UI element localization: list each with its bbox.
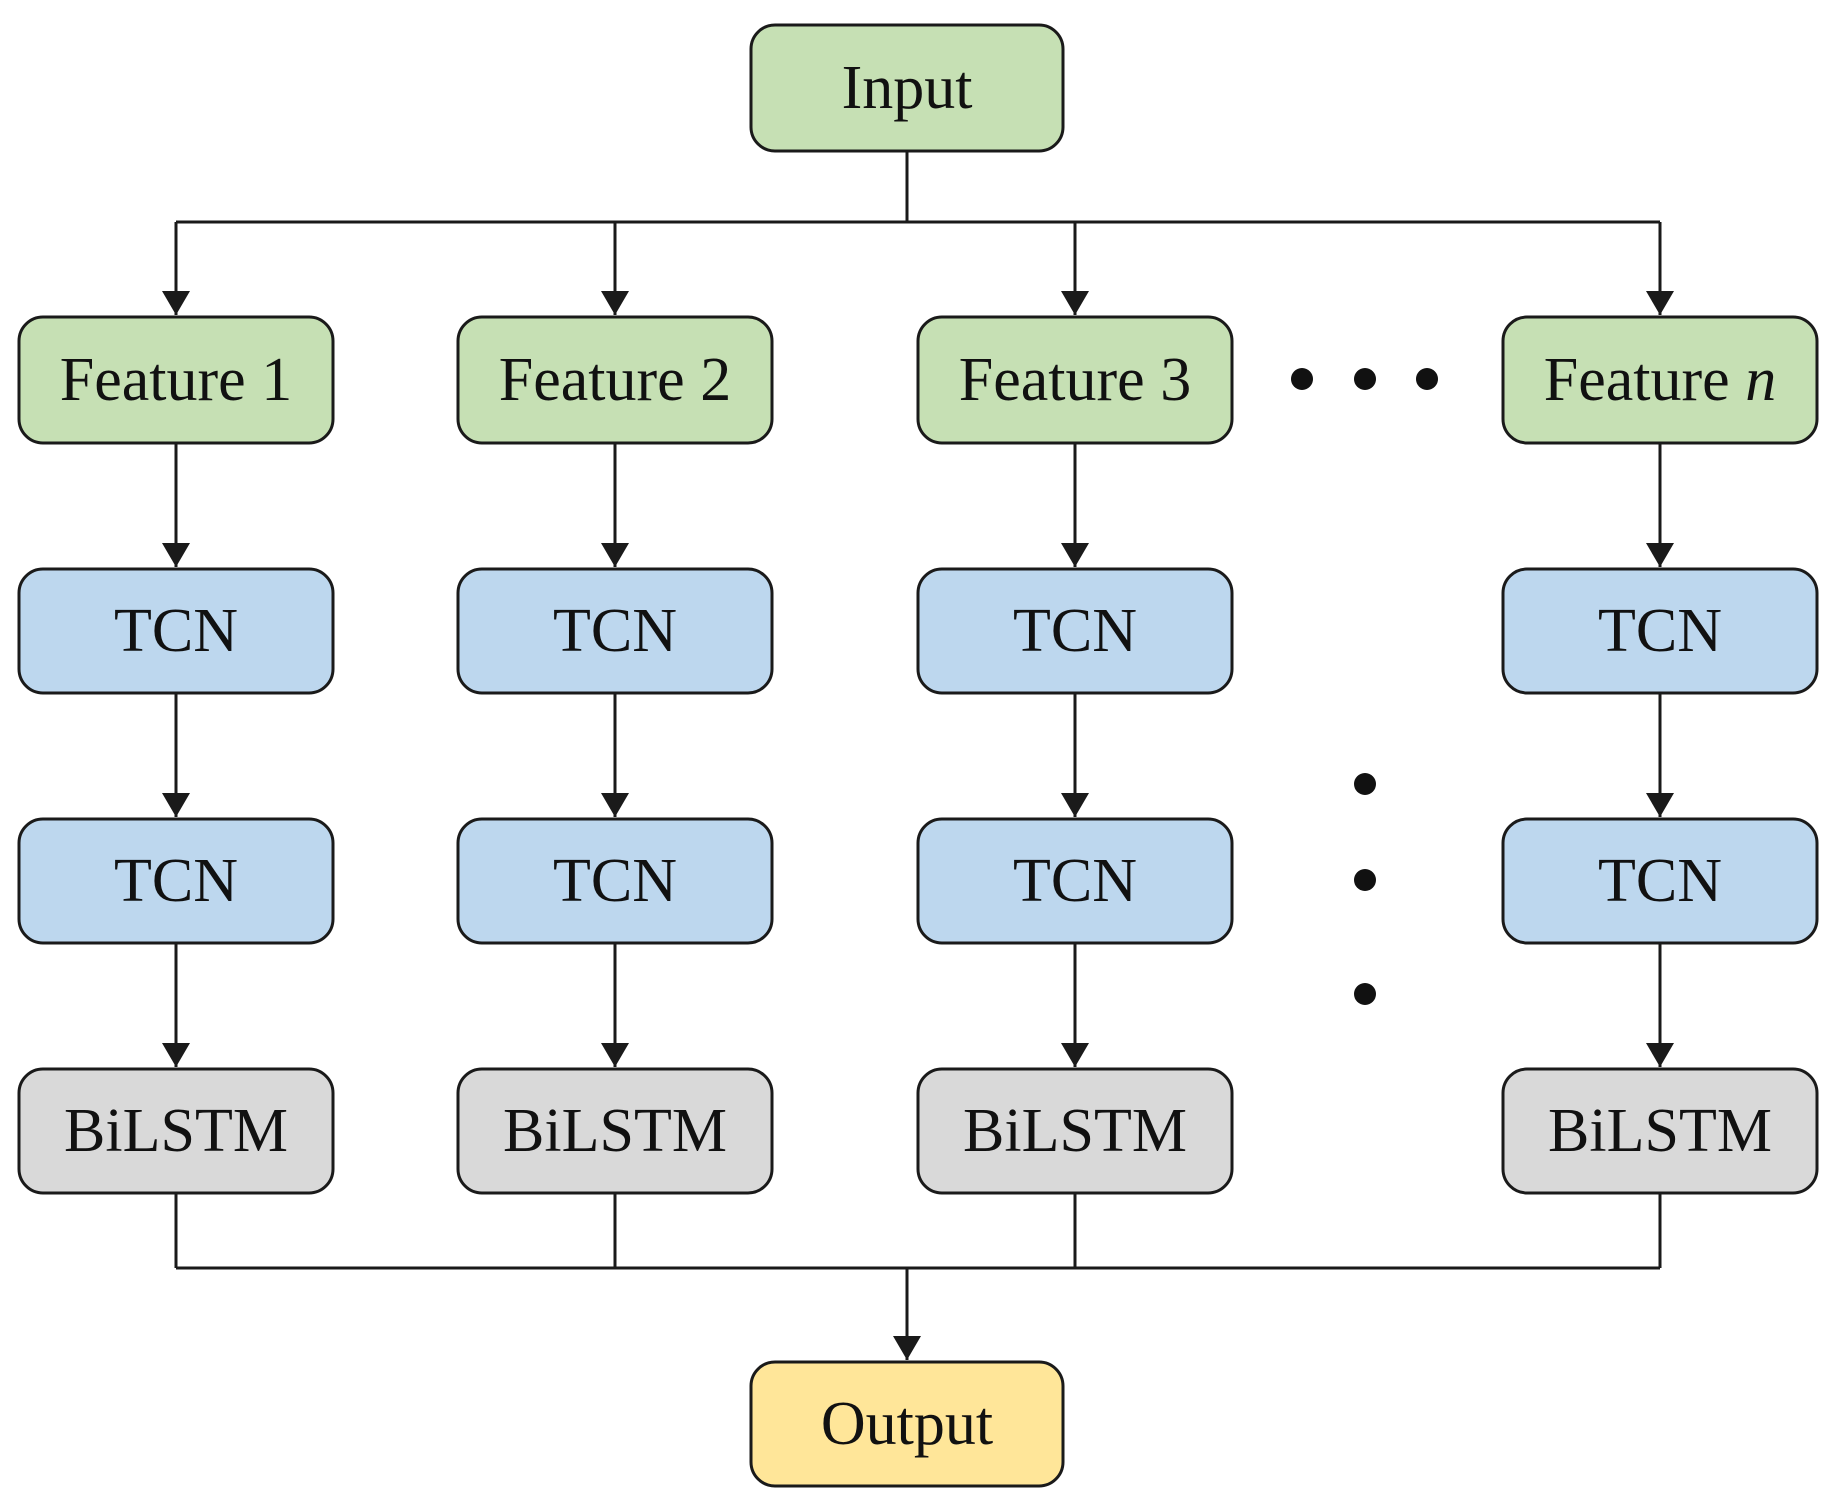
bilstm-1-node: BiLSTM: [17, 1067, 335, 1195]
bilstm-3-label: BiLSTM: [963, 1097, 1187, 1165]
vertical-ellipsis: [1354, 773, 1376, 1005]
feature-2-node: Feature 2: [456, 315, 774, 445]
tcn1-3-node: TCN: [916, 567, 1234, 695]
output-node: Output: [749, 1360, 1065, 1488]
ellipsis-dot: [1354, 983, 1376, 1005]
tcn2-1-node: TCN: [17, 817, 335, 945]
tcn1-1-node: TCN: [17, 567, 335, 695]
feature-3-node: Feature 3: [916, 315, 1234, 445]
output-label: Output: [821, 1390, 993, 1458]
ellipses: [1291, 368, 1438, 1005]
input-node: Input: [749, 23, 1065, 153]
ellipsis-dot: [1354, 368, 1376, 390]
tcn1-n-label: TCN: [1598, 597, 1722, 665]
feature-2-suffix: 2: [700, 346, 731, 414]
feature-3-suffix: 3: [1160, 346, 1191, 414]
feature-1-suffix: 1: [261, 346, 292, 414]
tcn1-2-node: TCN: [456, 567, 774, 695]
tcn2-n-node: TCN: [1501, 817, 1819, 945]
feature-3-label: Feature 3: [959, 346, 1191, 414]
feature-1-node: Feature 1: [17, 315, 335, 445]
nodes: Input Feature 1 TCN TCN BiLSTM Feature 2…: [17, 23, 1819, 1488]
horizontal-ellipsis: [1291, 368, 1438, 390]
tcn1-1-label: TCN: [114, 597, 238, 665]
bilstm-1-label: BiLSTM: [64, 1097, 288, 1165]
input-label: Input: [842, 54, 973, 122]
bilstm-2-node: BiLSTM: [456, 1067, 774, 1195]
bilstm-2-label: BiLSTM: [503, 1097, 727, 1165]
tcn2-2-label: TCN: [553, 847, 677, 915]
feature-n-prefix: Feature: [1544, 346, 1745, 414]
ellipsis-dot: [1291, 368, 1313, 390]
bilstm-3-node: BiLSTM: [916, 1067, 1234, 1195]
feature-1-label: Feature 1: [60, 346, 292, 414]
bilstm-n-node: BiLSTM: [1501, 1067, 1819, 1195]
tcn2-3-label: TCN: [1013, 847, 1137, 915]
tcn1-2-label: TCN: [553, 597, 677, 665]
feature-n-node: Feature n: [1501, 315, 1819, 445]
feature-3-prefix: Feature: [959, 346, 1160, 414]
tcn2-3-node: TCN: [916, 817, 1234, 945]
tcn2-2-node: TCN: [456, 817, 774, 945]
ellipsis-dot: [1354, 773, 1376, 795]
feature-1-prefix: Feature: [60, 346, 261, 414]
tcn1-n-node: TCN: [1501, 567, 1819, 695]
ellipsis-dot: [1354, 869, 1376, 891]
tcn2-1-label: TCN: [114, 847, 238, 915]
feature-2-label: Feature 2: [499, 346, 731, 414]
feature-n-suffix: n: [1745, 346, 1776, 414]
tcn1-3-label: TCN: [1013, 597, 1137, 665]
tcn2-n-label: TCN: [1598, 847, 1722, 915]
feature-2-prefix: Feature: [499, 346, 700, 414]
ellipsis-dot: [1416, 368, 1438, 390]
feature-n-label: Feature n: [1544, 346, 1776, 414]
edges: [162, 151, 1674, 1360]
bilstm-n-label: BiLSTM: [1548, 1097, 1772, 1165]
